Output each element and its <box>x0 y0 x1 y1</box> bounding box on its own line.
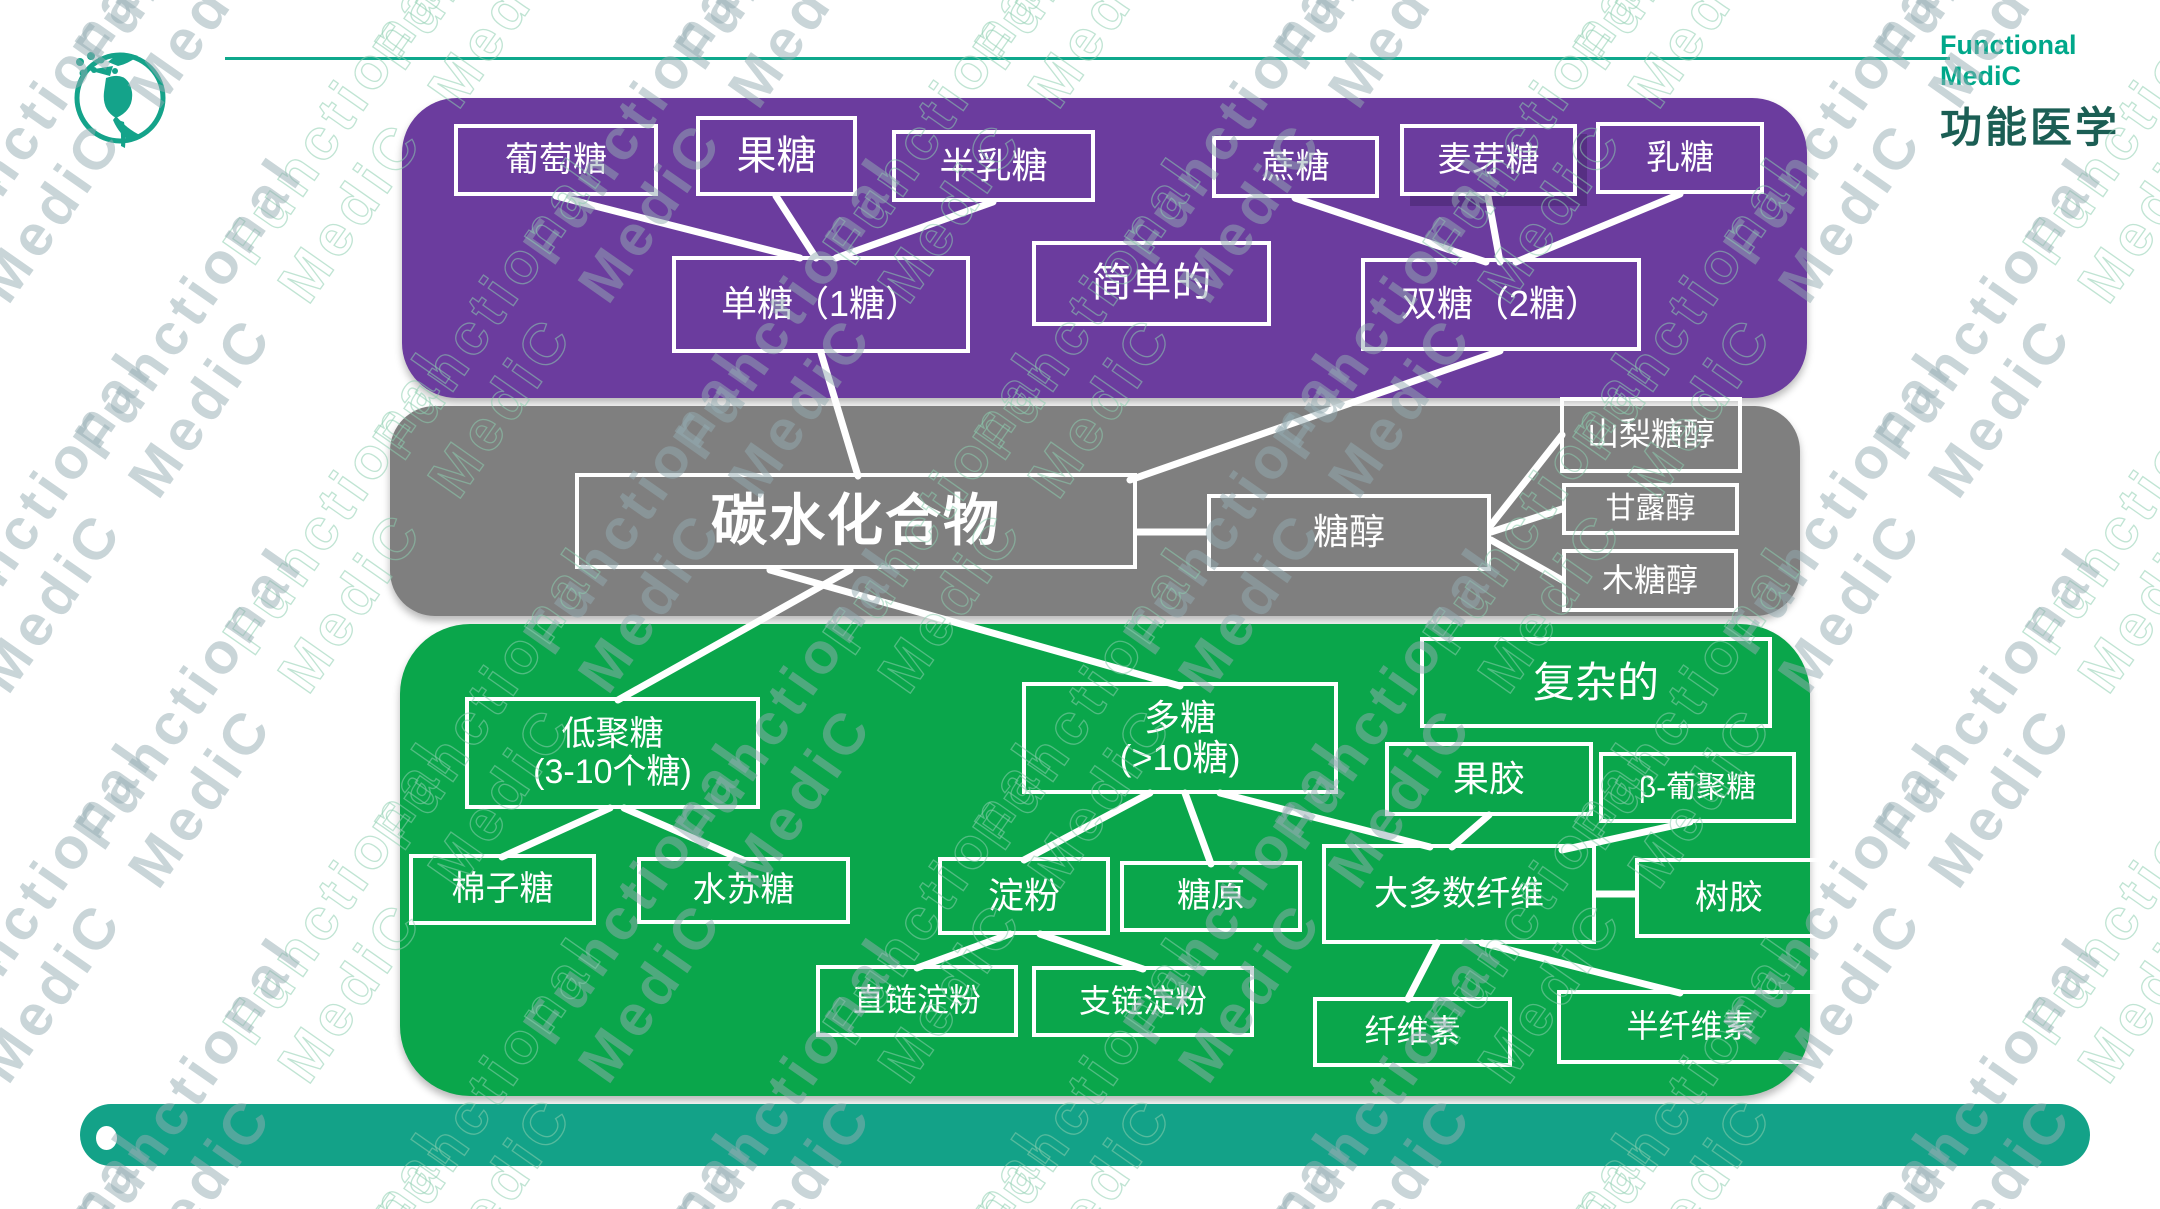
node-polysaccharide-label: 多糖 <box>1143 696 1216 738</box>
node-glucose: 葡萄糖 <box>454 124 658 196</box>
brand-name-en: Functional MediC <box>1940 30 2077 91</box>
node-glycogen: 糖原 <box>1120 861 1302 932</box>
node-maltose: 麦芽糖 <box>1400 124 1577 196</box>
node-gum: 树胶 <box>1635 858 1823 938</box>
node-lactose: 乳糖 <box>1596 122 1764 194</box>
node-fructose: 果糖 <box>696 116 857 196</box>
node-oligosaccharide: 低聚糖 (3-10个糖) <box>465 697 760 809</box>
node-polysaccharide: 多糖 (>10糖) <box>1022 682 1338 794</box>
node-complex: 复杂的 <box>1420 637 1772 728</box>
brand-name-zh: 功能医学 <box>1940 104 2121 151</box>
node-disaccharide: 双糖（2糖） <box>1361 258 1641 351</box>
node-xylitol: 木糖醇 <box>1562 549 1738 612</box>
node-stachyose: 水苏糖 <box>637 857 850 924</box>
node-monosaccharide: 单糖（1糖） <box>672 256 970 353</box>
footer-bar <box>80 1104 2090 1166</box>
node-oligosaccharide-label: 低聚糖 <box>561 714 664 753</box>
node-oligosaccharide-sublabel: (3-10个糖) <box>533 753 692 791</box>
node-most-fiber: 大多数纤维 <box>1322 844 1596 944</box>
node-galactose: 半乳糖 <box>892 130 1095 202</box>
node-polysaccharide-sublabel: (>10糖) <box>1119 737 1241 778</box>
node-amylopectin: 支链淀粉 <box>1032 966 1254 1037</box>
node-amylose: 直链淀粉 <box>816 965 1018 1037</box>
node-pectin: 果胶 <box>1385 742 1593 816</box>
node-carbohydrate: 碳水化合物 <box>575 473 1137 569</box>
node-beta-glucan: β-葡聚糖 <box>1599 752 1796 823</box>
node-hemicellulose: 半纤维素 <box>1557 990 1824 1064</box>
node-sugar-alcohol: 糖醇 <box>1207 494 1491 571</box>
footer-bar-dot <box>96 1126 117 1150</box>
node-simple: 简单的 <box>1032 241 1271 326</box>
node-raffinose: 棉子糖 <box>409 854 596 925</box>
node-starch: 淀粉 <box>938 857 1110 935</box>
bird-logo-icon <box>58 40 178 160</box>
node-mannitol: 甘露醇 <box>1562 483 1739 535</box>
node-sorbitol: 山梨糖醇 <box>1560 397 1742 473</box>
header-rule <box>225 57 1950 60</box>
node-sucrose: 蔗糖 <box>1212 136 1379 198</box>
node-cellulose: 纤维素 <box>1313 997 1512 1067</box>
brand-text: Functional MediC 功能医学 <box>1940 30 2140 155</box>
